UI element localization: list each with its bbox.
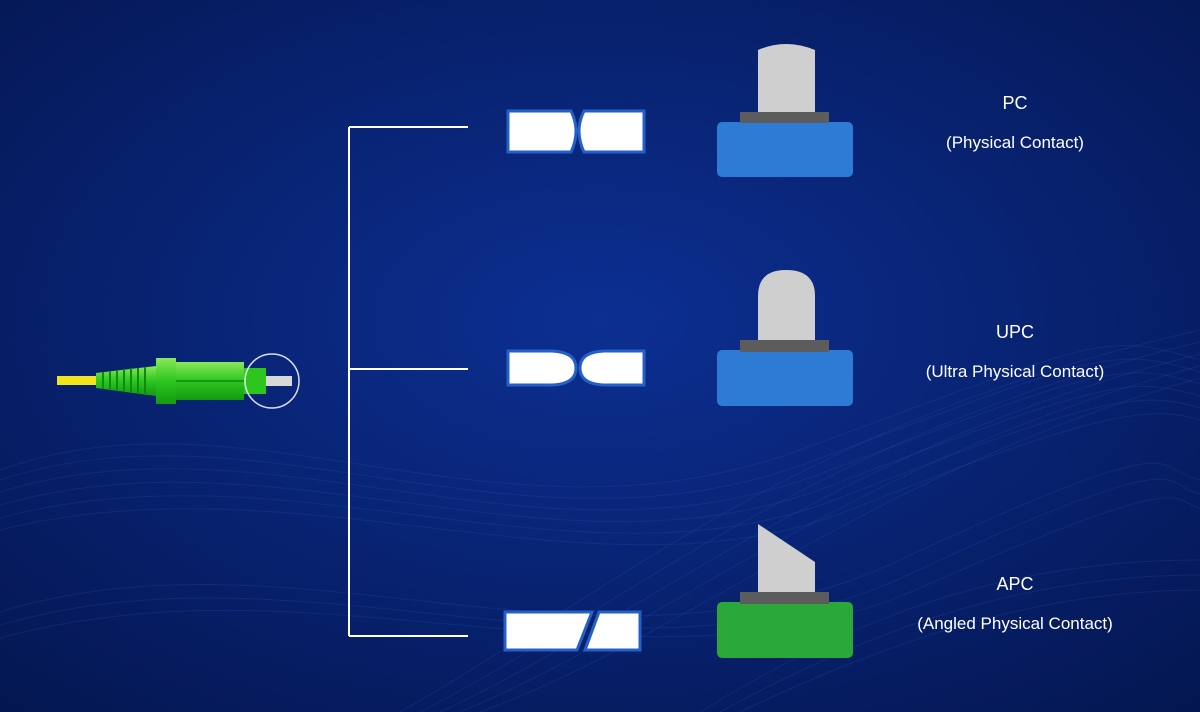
- apc-ferrule-icon: [717, 524, 853, 658]
- pc-end-face-pair: [506, 109, 646, 154]
- fiber-cable: [57, 376, 99, 385]
- sc-fiber-connector-icon: [57, 353, 300, 409]
- background-wave-pattern: [0, 329, 1200, 712]
- branch-bracket: [348, 126, 468, 637]
- connector-latch: [244, 368, 266, 394]
- pc-label: PC (Physical Contact): [885, 92, 1145, 154]
- pc-title: PC: [1002, 93, 1028, 113]
- upc-end-face-pair: [506, 349, 646, 387]
- apc-ferrule-collar: [740, 592, 829, 604]
- pc-ferrule-icon: [717, 44, 853, 177]
- apc-subtitle: (Angled Physical Contact): [917, 614, 1113, 633]
- apc-end-face-pair: [503, 610, 642, 652]
- connector-ferrule: [266, 376, 292, 386]
- connector-housing: [156, 358, 176, 404]
- pc-ferrule: [758, 44, 815, 112]
- upc-subtitle: (Ultra Physical Contact): [925, 362, 1105, 381]
- upc-ferrule: [758, 270, 815, 340]
- pc-subtitle: (Physical Contact): [946, 133, 1084, 152]
- upc-ferrule-icon: [717, 270, 853, 406]
- pc-connector-body: [717, 122, 853, 177]
- boot-ribs: [102, 367, 146, 395]
- apc-ferrule: [758, 524, 815, 592]
- upc-connector-body: [717, 350, 853, 406]
- ferrule-highlight-circle: [244, 353, 300, 409]
- apc-connector-body: [717, 602, 853, 658]
- upc-title: UPC: [995, 322, 1034, 342]
- upc-ferrule-collar: [740, 340, 829, 352]
- upc-label: UPC (Ultra Physical Contact): [885, 321, 1145, 383]
- apc-label: APC (Angled Physical Contact): [885, 573, 1145, 635]
- pc-ferrule-collar: [740, 112, 829, 123]
- apc-title: APC: [996, 574, 1034, 594]
